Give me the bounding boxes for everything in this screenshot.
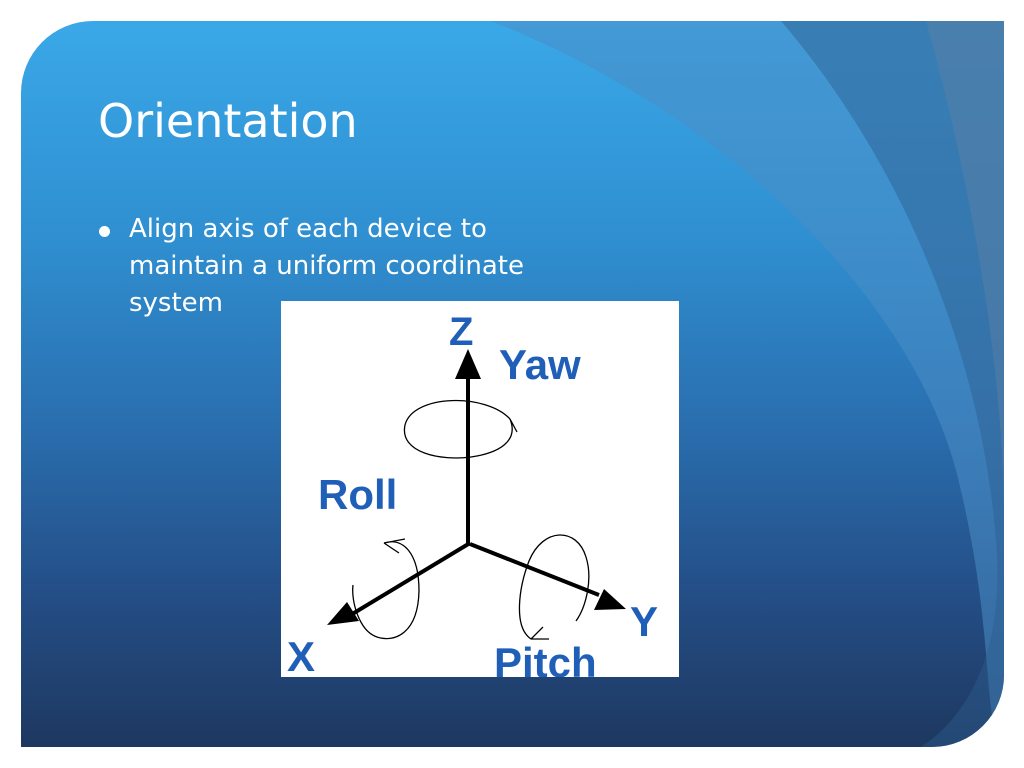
roll-rotation-arrow (352, 538, 420, 640)
bullet-item: Align axis of each device to maintain a … (99, 211, 579, 322)
y-axis-arrowhead (594, 589, 626, 610)
x-axis-label: X (287, 633, 315, 677)
axes-diagram-svg: Z Yaw Roll X Y Pitch (287, 310, 658, 677)
z-axis-arrowhead (455, 349, 481, 379)
yaw-rotation-arrow (403, 399, 518, 459)
roll-label: Roll (318, 471, 397, 518)
slide-background (491, 21, 1004, 747)
background-swoosh-edge (926, 21, 1004, 521)
y-axis-line (469, 542, 600, 597)
yaw-label: Yaw (499, 341, 581, 388)
z-axis-label: Z (449, 310, 473, 354)
background-swoosh (491, 21, 1004, 747)
x-axis-arrowhead (327, 602, 359, 625)
bullet-list: Align axis of each device to maintain a … (99, 211, 579, 322)
orientation-diagram: Z Yaw Roll X Y Pitch (281, 301, 679, 677)
x-axis-line (347, 541, 472, 618)
bullet-text: Align axis of each device to maintain a … (129, 214, 524, 318)
slide-title: Orientation (98, 94, 358, 148)
slide: Orientation Align axis of each device to… (21, 21, 1004, 747)
pitch-label: Pitch (494, 639, 597, 677)
background-swoosh-band (781, 21, 1004, 747)
pitch-rotation-arrow (518, 534, 590, 640)
y-axis-label: Y (630, 598, 658, 645)
bullet-dot (99, 226, 110, 237)
